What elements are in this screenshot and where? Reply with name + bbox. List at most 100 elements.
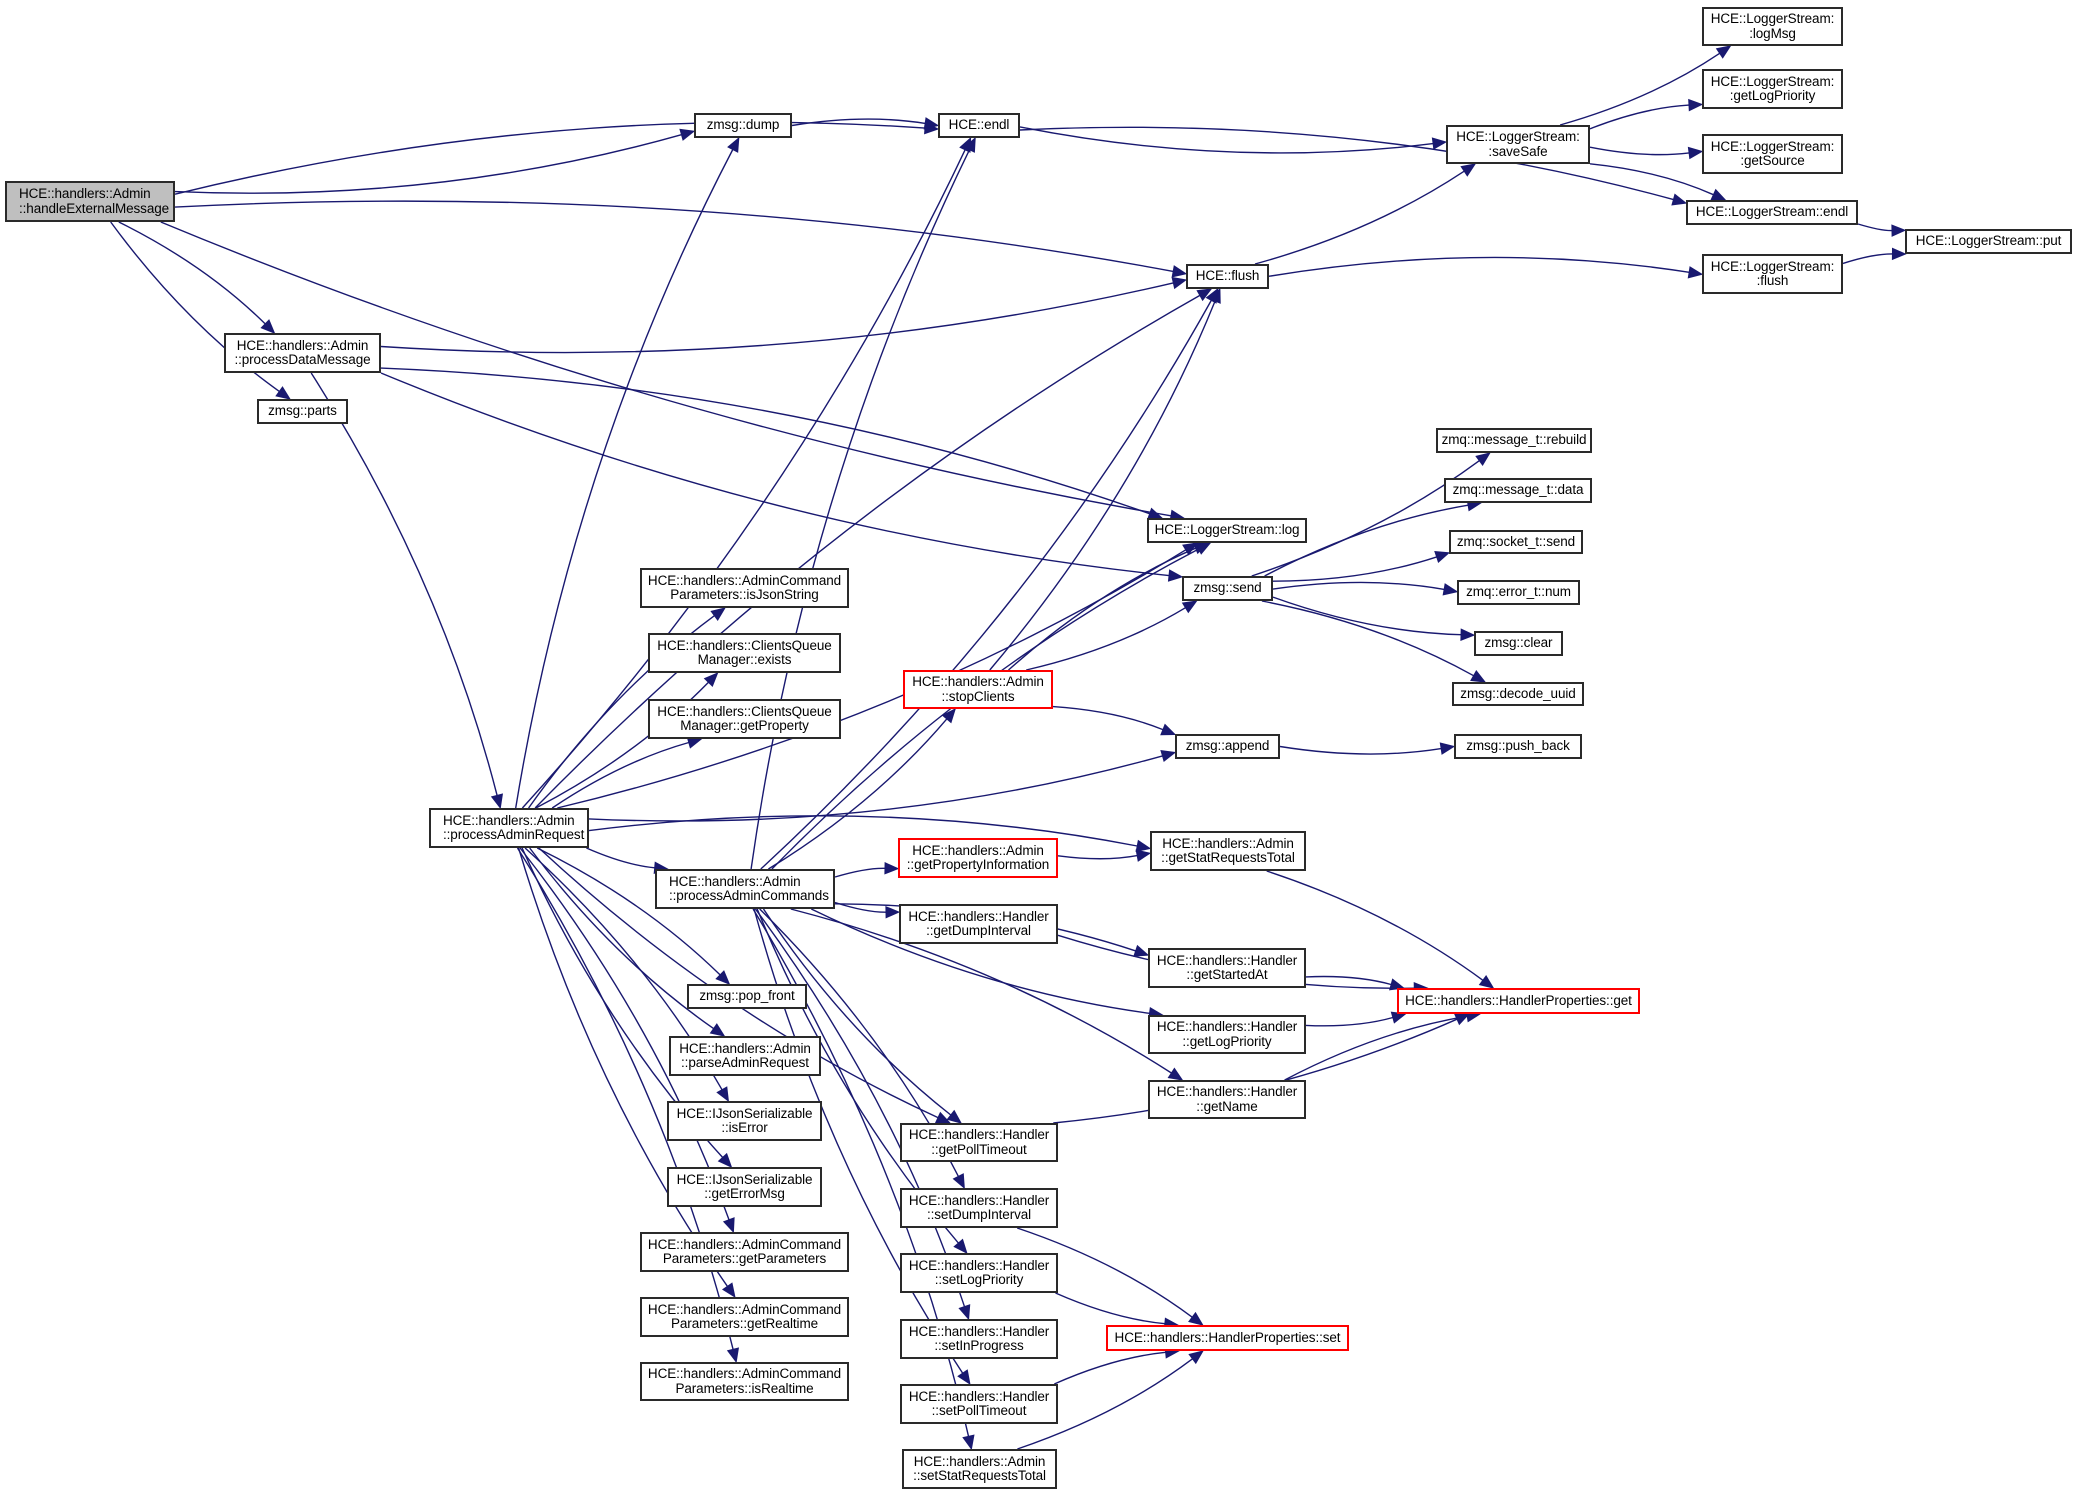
node-rebuild[interactable]: zmq::message_t::rebuild — [1436, 428, 1592, 453]
edge-handleExternalMessage-to-processDataMessage — [118, 221, 266, 325]
node-hp-set[interactable]: HCE::handlers::HandlerProperties::set — [1106, 1325, 1349, 1351]
node-set-log-priority[interactable]: HCE::handlers::Handler::setLogPriority — [900, 1253, 1058, 1293]
arrowhead-icon — [1431, 137, 1448, 150]
node-get-source[interactable]: HCE::LoggerStream::getSource — [1702, 134, 1843, 174]
node-label-line: HCE::handlers::Admin — [236, 337, 369, 353]
node-label-line: HCE::handlers::Handler — [1156, 1019, 1298, 1034]
node-parse-admin-request[interactable]: HCE::handlers::Admin::parseAdminRequest — [669, 1036, 821, 1076]
node-socket-send[interactable]: zmq::socket_t::send — [1449, 530, 1583, 554]
node-label-line: ::getPollTimeout — [931, 1141, 1027, 1157]
node-push-back[interactable]: zmsg::push_back — [1454, 734, 1582, 759]
node-process-admin-request[interactable]: HCE::handlers::Admin::processAdminReques… — [429, 808, 589, 848]
node-is-error[interactable]: HCE::IJsonSerializable::isError — [667, 1101, 822, 1141]
arrowhead-icon — [1434, 551, 1451, 563]
node-process-admin-commands[interactable]: HCE::handlers::Admin::processAdminComman… — [655, 869, 835, 909]
node-label-line: Parameters::getRealtime — [670, 1316, 818, 1331]
arrowhead-icon — [885, 905, 901, 919]
node-label-line: Manager::exists — [697, 652, 792, 667]
edge-stopClients-to-hceFlush — [989, 300, 1216, 671]
node-h-get-log-priority[interactable]: HCE::handlers::Handler::getLogPriority — [1148, 1015, 1306, 1054]
arrowhead-icon — [490, 793, 504, 810]
node-zmsg-dump[interactable]: zmsg::dump — [694, 113, 792, 138]
arrowhead-icon — [1167, 569, 1184, 582]
node-label-line: zmsg::send — [1193, 580, 1262, 596]
node-label-line: HCE::LoggerStream: — [1710, 73, 1835, 89]
node-set-poll-timeout[interactable]: HCE::handlers::Handler::setPollTimeout — [900, 1384, 1058, 1424]
node-decode-uuid[interactable]: zmsg::decode_uuid — [1452, 682, 1584, 706]
node-handle-external-message[interactable]: HCE::handlers::Admin::handleExternalMess… — [5, 181, 175, 222]
node-ls-log[interactable]: HCE::LoggerStream::log — [1147, 518, 1307, 543]
arrowhead-icon — [1195, 542, 1212, 555]
edge-handleExternalMessage-to-lsLog — [160, 221, 1172, 517]
node-label-line: HCE::handlers::Handler — [908, 1257, 1050, 1273]
node-msg-data[interactable]: zmq::message_t::data — [1444, 478, 1592, 503]
node-hp-get[interactable]: HCE::handlers::HandlerProperties::get — [1397, 988, 1640, 1014]
edge-getPropertyInformation-to-getStatRequestsTotal — [1057, 854, 1138, 860]
node-zmsg-clear[interactable]: zmsg::clear — [1474, 631, 1563, 656]
arrowhead-icon — [1205, 287, 1219, 304]
arrowhead-icon — [716, 1086, 730, 1103]
edge-processDataMessage-to-lsLog — [380, 367, 1150, 515]
node-get-property-information[interactable]: HCE::handlers::Admin::getPropertyInforma… — [898, 838, 1058, 878]
node-zmsg-append[interactable]: zmsg::append — [1175, 734, 1280, 759]
arrowhead-icon — [721, 1282, 736, 1299]
node-set-in-progress[interactable]: HCE::handlers::Handler::setInProgress — [900, 1319, 1058, 1359]
edge-zmsgAppend-to-pushBack — [1279, 745, 1442, 755]
edge-zmsgSend-to-socketSend — [1272, 556, 1437, 582]
node-zmsg-send[interactable]: zmsg::send — [1182, 576, 1273, 601]
node-label-line: ::getDumpInterval — [926, 923, 1031, 938]
node-hce-endl[interactable]: HCE::endl — [938, 113, 1020, 138]
node-save-safe[interactable]: HCE::LoggerStream::saveSafe — [1446, 125, 1590, 164]
edge-processAdminRequest-to-hceFlush — [534, 294, 1201, 809]
node-label-line: ::parseAdminRequest — [681, 1055, 809, 1070]
node-hce-flush[interactable]: HCE::flush — [1186, 264, 1269, 289]
edge-processDataMessage-to-hceFlush — [380, 282, 1174, 354]
node-label-line: HCE::LoggerStream: — [1710, 258, 1835, 274]
arrowhead-icon — [1160, 750, 1177, 763]
node-process-data-message[interactable]: HCE::handlers::Admin::processDataMessage — [224, 333, 381, 373]
arrowhead-icon — [941, 708, 957, 724]
edge-handleExternalMessage-to-zmsgDump — [174, 134, 682, 194]
node-zmsg-parts[interactable]: zmsg::parts — [257, 399, 348, 424]
node-ls-flush[interactable]: HCE::LoggerStream::flush — [1702, 254, 1843, 294]
node-pop-front[interactable]: zmsg::pop_front — [687, 984, 807, 1009]
node-set-dump-interval[interactable]: HCE::handlers::Handler::setDumpInterval — [900, 1188, 1058, 1228]
node-ls-get-log-priority[interactable]: HCE::LoggerStream::getLogPriority — [1702, 69, 1843, 109]
node-log-msg[interactable]: HCE::LoggerStream::logMsg — [1702, 7, 1843, 46]
node-get-dump-interval[interactable]: HCE::handlers::Handler::getDumpInterval — [899, 904, 1058, 944]
node-label-line: HCE::handlers::ClientsQueue — [657, 637, 832, 653]
arrowhead-icon — [1167, 1067, 1184, 1081]
node-label-line: HCE::handlers::ClientsQueue — [657, 703, 832, 719]
node-label-line: Parameters::isJsonString — [670, 587, 819, 602]
node-get-poll-timeout[interactable]: HCE::handlers::Handler::getPollTimeout — [900, 1123, 1058, 1162]
node-label-line: zmsg::parts — [268, 403, 337, 419]
node-label-line: HCE::handlers::HandlerProperties::set — [1114, 1329, 1341, 1345]
edge-hGetLogPriority-to-hpGet — [1305, 1016, 1394, 1027]
node-label-line: ::processAdminRequest — [443, 827, 585, 842]
node-get-name[interactable]: HCE::handlers::Handler::getName — [1148, 1080, 1306, 1119]
node-ls-put[interactable]: HCE::LoggerStream::put — [1905, 229, 2072, 254]
node-label-line: zmsg::pop_front — [699, 988, 795, 1004]
node-label-line: HCE::handlers::AdminCommand — [647, 1236, 842, 1252]
edge-processAdminCommands-to-setInProgress — [754, 908, 966, 1307]
node-get-error-msg[interactable]: HCE::IJsonSerializable::getErrorMsg — [667, 1167, 822, 1207]
arrowhead-icon — [1442, 583, 1459, 596]
edge-processAdminCommands-to-setPollTimeout — [753, 908, 964, 1374]
node-stop-clients[interactable]: HCE::handlers::Admin::stopClients — [903, 670, 1053, 709]
node-label-line: Manager::getProperty — [680, 718, 809, 733]
node-label-line: HCE::LoggerStream::put — [1915, 233, 2062, 249]
node-get-started-at[interactable]: HCE::handlers::Handler::getStartedAt — [1148, 948, 1306, 988]
edge-processAdminCommands-to-getPollTimeout — [762, 908, 952, 1116]
arrowhead-icon — [952, 1173, 965, 1190]
node-get-stat-requests-total[interactable]: HCE::handlers::Admin::getStatRequestsTot… — [1150, 831, 1306, 871]
node-set-stat-requests-total[interactable]: HCE::handlers::Admin::setStatRequestsTot… — [902, 1449, 1057, 1489]
node-error-num[interactable]: zmq::error_t::num — [1457, 580, 1580, 605]
node-label-line: HCE::handlers::AdminCommand — [647, 1366, 842, 1381]
node-ls-endl[interactable]: HCE::LoggerStream::endl — [1686, 200, 1858, 225]
